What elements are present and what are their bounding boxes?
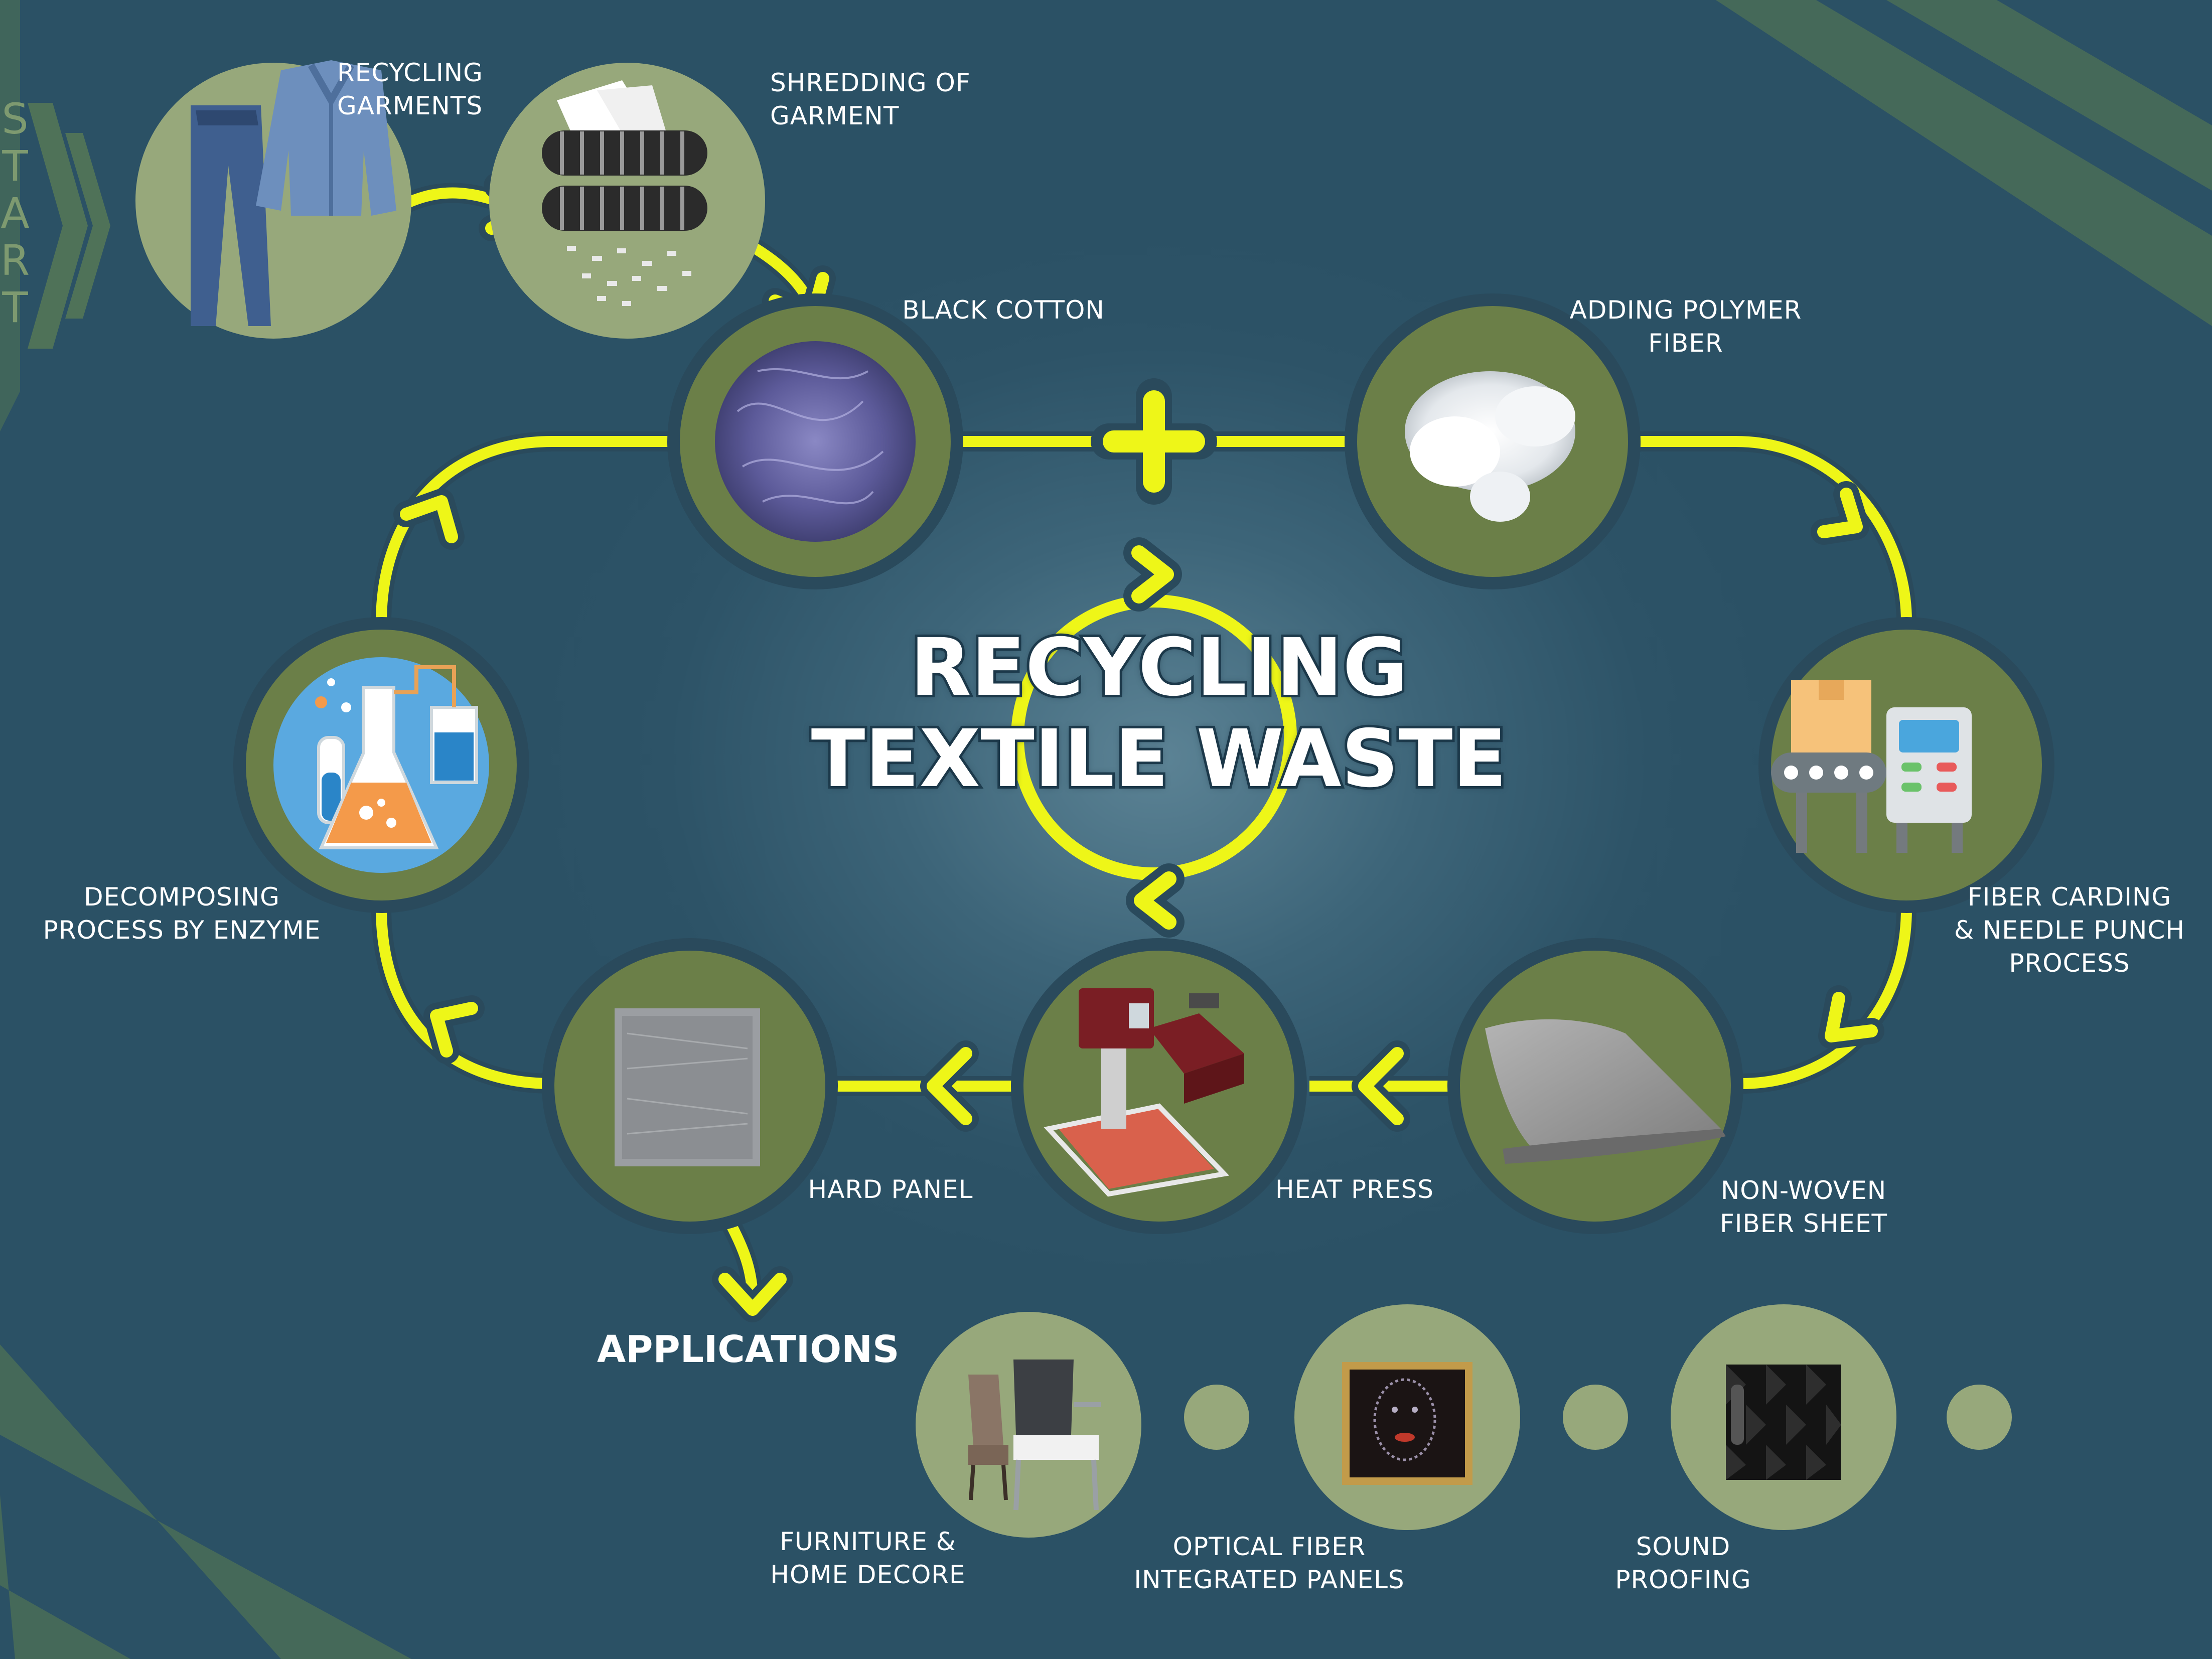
step-label-polymer-fiber: ADDING POLYMER FIBER [1569, 295, 1802, 358]
step-label-shredding: SHREDDING OF GARMENT [770, 68, 971, 130]
hard-panel-icon [615, 1008, 760, 1166]
shredder-icon [542, 80, 707, 306]
app-label-optical: OPTICAL FIBER INTEGRATED PANELS [1134, 1532, 1405, 1594]
step-black-cotton [667, 293, 963, 589]
app-furniture [916, 1312, 1141, 1538]
step-carding [1758, 617, 2054, 913]
carding-machine-icon [1771, 680, 1972, 853]
app-separator-dot [1563, 1385, 1628, 1450]
lab-flask-icon [315, 665, 478, 849]
polymer-fiber-icon [1405, 371, 1575, 522]
fiber-sheet-icon [1485, 1019, 1726, 1164]
step-garments [135, 60, 411, 339]
chairs-icon [968, 1360, 1101, 1511]
step-hard-panel [542, 938, 838, 1234]
step-label-carding: FIBER CARDING & NEEDLE PUNCH PROCESS [1954, 882, 2185, 978]
garments-icon [191, 60, 396, 326]
diagram-title: RECYCLING TEXTILE WASTE [809, 620, 1510, 807]
app-separator-dot [1947, 1385, 2012, 1450]
app-separator-dot [1184, 1385, 1249, 1450]
central-cycle [1011, 537, 1297, 938]
app-label-sound: SOUND PROOFING [1615, 1532, 1751, 1594]
optical-panel-icon [1342, 1362, 1472, 1485]
step-enzyme [233, 617, 529, 913]
step-label-hard-panel: HARD PANEL [808, 1175, 973, 1204]
app-sound [1671, 1304, 1896, 1530]
step-heat-press [1011, 938, 1307, 1234]
acoustic-foam-icon [1726, 1365, 1841, 1480]
start-label: S T A R T [0, 94, 30, 332]
step-fiber-sheet [1447, 938, 1743, 1234]
step-label-garments: RECYCLING GARMENTS [337, 58, 483, 120]
plus-icon [1091, 378, 1217, 505]
step-polymer-fiber [1345, 293, 1641, 589]
app-optical [1294, 1304, 1520, 1530]
applications-title: APPLICATIONS [597, 1328, 900, 1371]
step-label-black-cotton: BLACK COTTON [902, 295, 1105, 325]
step-label-fiber-sheet: NON-WOVEN FIBER SHEET [1719, 1176, 1888, 1238]
cotton-fiber-icon [715, 341, 916, 542]
step-label-heat-press: HEAT PRESS [1275, 1175, 1434, 1204]
step-shredding [489, 63, 765, 339]
app-label-furniture: FURNITURE & HOME DECORE [770, 1527, 966, 1589]
step-label-enzyme: DECOMPOSING PROCESS BY ENZYME [43, 882, 321, 945]
heat-press-icon [1044, 988, 1244, 1197]
